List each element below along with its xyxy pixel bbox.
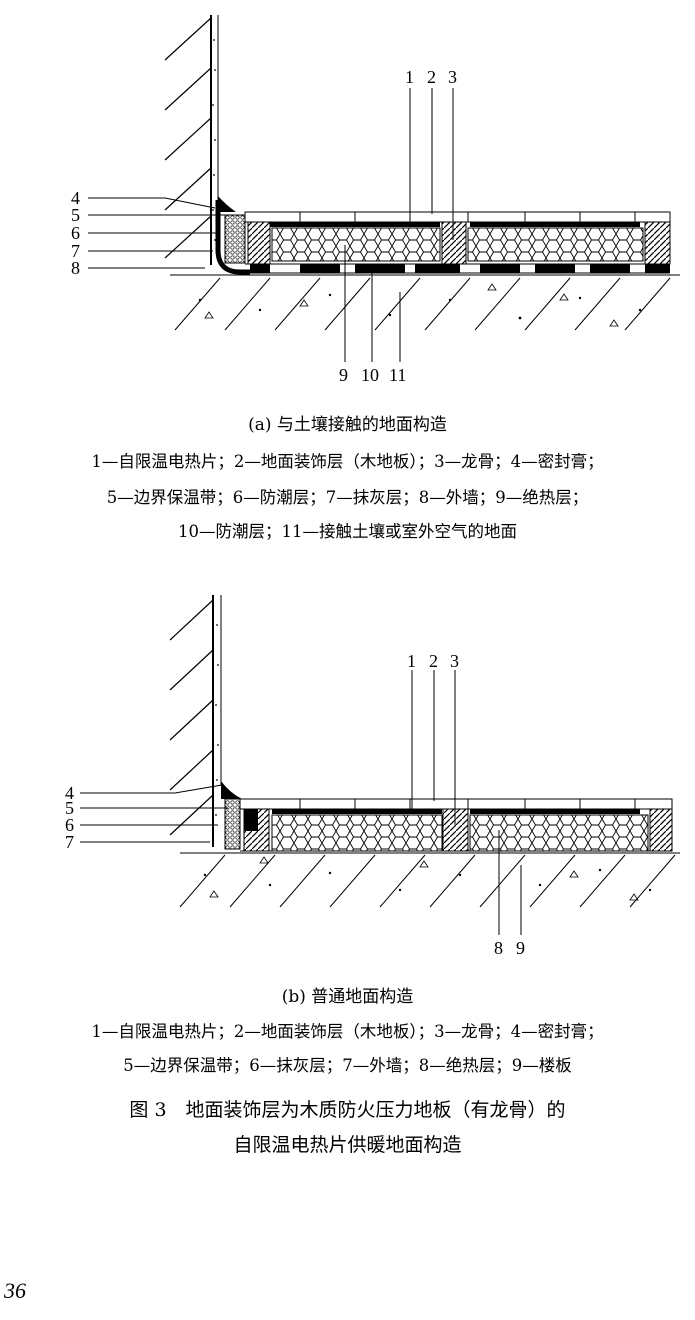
leaders-top <box>409 88 454 240</box>
legend-a-line-1: 1—自限温电热片；2—地面装饰层（木地板）；3—龙骨；4—密封膏； <box>91 452 604 471</box>
legend-a-line-2: 5—边界保温带；6—防潮层；7—抹灰层；8—外墙；9—绝热层； <box>106 488 589 507</box>
caption-a: (a) 与土壤接触的地面构造 <box>248 415 447 435</box>
label-9: 9 <box>339 365 348 385</box>
sealant <box>218 196 236 212</box>
label-1: 1 <box>405 67 414 87</box>
caption-b: (b) 普通地面构造 <box>281 987 414 1007</box>
label-7: 7 <box>71 241 80 261</box>
insulation <box>469 814 649 852</box>
wall-hatching <box>164 17 212 259</box>
boundary-insulation <box>224 214 246 264</box>
legend-b-line-1: 1—自限温电热片；2—地面装饰层（木地板）；3—龙骨；4—密封膏； <box>91 1022 604 1041</box>
label-5: 5 <box>71 205 80 225</box>
keel <box>441 221 467 265</box>
plaster-layer <box>215 624 219 816</box>
label-7: 7 <box>65 832 74 852</box>
label-8: 8 <box>71 258 80 278</box>
keel <box>644 221 671 265</box>
boundary-insulation <box>224 798 241 850</box>
label-4: 4 <box>65 783 74 803</box>
floor-finish <box>244 211 671 223</box>
leaders-bottom <box>344 245 401 362</box>
leaders-left <box>88 197 232 269</box>
label-2: 2 <box>429 651 438 671</box>
label-2: 2 <box>427 67 436 87</box>
label-6: 6 <box>65 815 74 835</box>
page-number: 36 <box>4 1278 26 1303</box>
keel <box>247 221 271 265</box>
legend-b-line-2: 5—边界保温带；6—抹灰层；7—外墙；8—绝热层；9—楼板 <box>123 1056 572 1075</box>
soil-hatching <box>174 277 671 331</box>
leaders-bottom <box>498 830 522 935</box>
legend-a-line-3: 10—防潮层；11—接触土壤或室外空气的地面 <box>178 522 517 541</box>
figure-title-line-2: 自限温电热片供暖地面构造 <box>233 1134 462 1156</box>
sealant <box>221 781 242 799</box>
moisture-layer <box>250 264 670 273</box>
insulation <box>271 227 441 262</box>
label-6: 6 <box>71 223 80 243</box>
wall-hatching <box>169 599 214 836</box>
plaster-layer <box>212 39 216 241</box>
floor-finish <box>239 798 673 810</box>
diagram-a: 4 5 6 7 8 1 2 3 9 10 11 <box>71 15 680 385</box>
insulation <box>467 227 644 262</box>
label-10: 10 <box>361 365 379 385</box>
label-4: 4 <box>71 188 80 208</box>
keel <box>649 808 673 852</box>
label-3: 3 <box>448 67 457 87</box>
leaders-left <box>80 784 228 843</box>
label-1: 1 <box>407 651 416 671</box>
label-8: 8 <box>494 938 503 958</box>
leaders-top <box>411 670 456 825</box>
figure-title-line-1: 图 3 地面装饰层为木质防火压力地板（有龙骨）的 <box>129 1099 566 1121</box>
label-11: 11 <box>389 365 406 385</box>
diagram-b: 4 5 6 7 1 2 3 8 9 <box>65 595 680 958</box>
slab-hatching <box>179 854 676 908</box>
insulation <box>271 814 443 852</box>
moisture-layer-curve <box>215 200 250 275</box>
label-5: 5 <box>65 798 74 818</box>
label-3: 3 <box>450 651 459 671</box>
label-9: 9 <box>516 938 525 958</box>
